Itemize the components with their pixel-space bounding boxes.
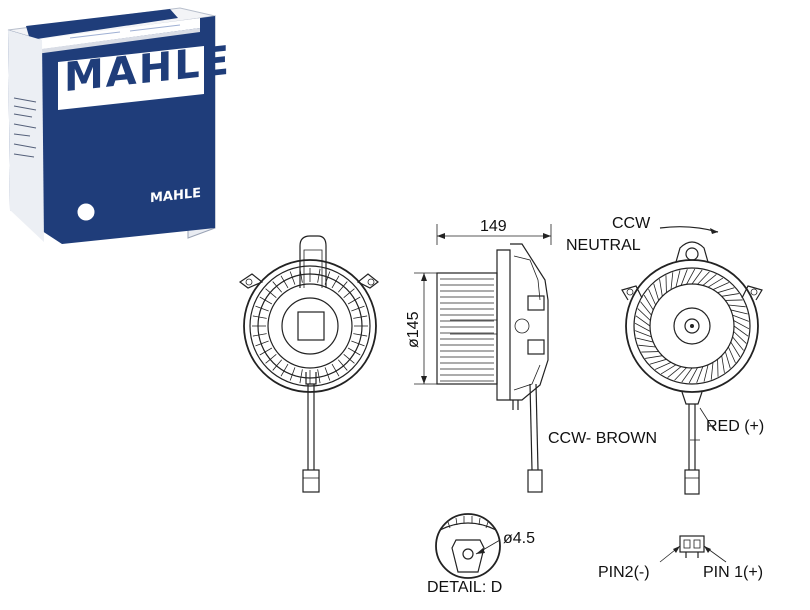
drawing-stroke: [721, 355, 725, 373]
drawing-stroke: [638, 344, 656, 348]
drawing-stroke: [643, 294, 654, 311]
drawing-stroke: [640, 301, 652, 316]
hole-diameter-label: ø4.5: [503, 530, 535, 547]
drawing-stroke: [721, 293, 739, 297]
fan-front-view: CCW NEUTRAL RED (+) CCW- BROWN: [548, 215, 764, 495]
drawing-stroke: [353, 315, 368, 319]
drawing-stroke: [259, 347, 273, 356]
drawing-stroke: [680, 269, 688, 286]
drawing-stroke: [724, 351, 731, 369]
motor-side-view: [238, 235, 379, 493]
drawing-stroke: [691, 269, 703, 285]
pin1-label: PIN 1(+): [703, 564, 763, 581]
drawing-stroke: [730, 309, 748, 315]
drawing-stroke: [730, 341, 741, 358]
drawing-stroke: [331, 275, 340, 289]
connector-pin-view: PIN2(-) PIN 1(+): [598, 535, 763, 581]
drawing-stroke: [733, 331, 747, 344]
drawing-stroke: [688, 367, 698, 384]
drawing-stroke: [732, 314, 749, 322]
drawing-stroke: [317, 369, 321, 384]
drawing-stroke: [272, 281, 283, 293]
drawing-stroke: [347, 347, 361, 356]
drawing-stroke: [712, 282, 730, 290]
drawing-stroke: [703, 364, 709, 382]
dimension-diameter-label: ø145: [405, 311, 422, 348]
drawing-stroke: [317, 268, 321, 283]
drawing-stroke: [702, 274, 717, 286]
drawing-stroke: [732, 336, 744, 351]
blower-profile-view: 149 ø145: [405, 218, 552, 493]
drawing-stroke: [649, 358, 667, 365]
pin2-label: PIN2(-): [598, 564, 650, 581]
drawing-stroke: [707, 277, 724, 288]
rotation-label-neutral: NEUTRAL: [566, 237, 641, 254]
drawing-stroke: [331, 363, 340, 377]
product-box: MAHLE MAHLE: [7, 7, 231, 244]
rotation-label-ccw: CCW: [612, 215, 651, 232]
drawing-stroke: [645, 355, 663, 359]
wire-brown-label: CCW- BROWN: [548, 430, 657, 447]
drawing-stroke: [697, 271, 710, 285]
drawing-stroke: [252, 315, 267, 319]
drawing-stroke: [660, 364, 677, 375]
drawing-stroke: [347, 296, 361, 305]
drawing-stroke: [686, 268, 696, 285]
drawing-stroke: [255, 340, 269, 347]
drawing-stroke: [280, 363, 289, 377]
wire-red-label: RED (+): [706, 418, 764, 435]
drawing-stroke: [696, 366, 704, 383]
drawing-stroke: [728, 346, 736, 364]
drawing-stroke: [636, 337, 654, 343]
drawing-stroke: [299, 369, 303, 384]
drawing-stroke: [659, 279, 663, 297]
drawing-stroke: [337, 359, 348, 371]
drawing-stroke: [653, 283, 660, 301]
drawing-stroke: [353, 333, 368, 337]
drawing-stroke: [667, 366, 682, 378]
drawing-stroke: [675, 270, 681, 288]
drawing-stroke: [324, 367, 331, 381]
drawing-stroke: [681, 367, 693, 383]
drawing-stroke: [259, 296, 273, 305]
dimension-width-label: 149: [480, 218, 507, 235]
drawing-stroke: [733, 320, 750, 330]
drawing-stroke: [343, 288, 355, 299]
drawing-stroke: [265, 288, 277, 299]
drawing-stroke: [728, 304, 746, 308]
drawing-stroke: [635, 315, 651, 327]
detail-d-view: ø4.5 DETAIL: D: [427, 513, 535, 596]
drawing-stroke: [710, 362, 714, 380]
drawing-stroke: [343, 353, 355, 364]
drawing-stroke: [648, 288, 656, 306]
drawing-stroke: [351, 340, 365, 347]
drawing-stroke: [272, 359, 283, 371]
drawing-stroke: [634, 322, 651, 332]
drawing-stroke: [635, 330, 652, 338]
detail-label: DETAIL: D: [427, 579, 502, 596]
drawing-stroke: [654, 362, 672, 370]
drawing-stroke: [637, 308, 651, 321]
drawing-stroke: [733, 325, 749, 337]
drawing-stroke: [670, 272, 674, 290]
drawing-stroke: [255, 305, 269, 312]
drawing-stroke: [717, 287, 735, 294]
box-brand-small: MAHLE: [150, 186, 201, 206]
drawing-stroke: [674, 367, 687, 381]
drawing-stroke: [351, 305, 365, 312]
drawing-stroke: [280, 275, 289, 289]
drawing-stroke: [289, 271, 296, 285]
drawing-stroke: [252, 333, 267, 337]
drawing-stroke: [337, 281, 348, 293]
drawing-stroke: [289, 367, 296, 381]
drawing-stroke: [265, 353, 277, 364]
